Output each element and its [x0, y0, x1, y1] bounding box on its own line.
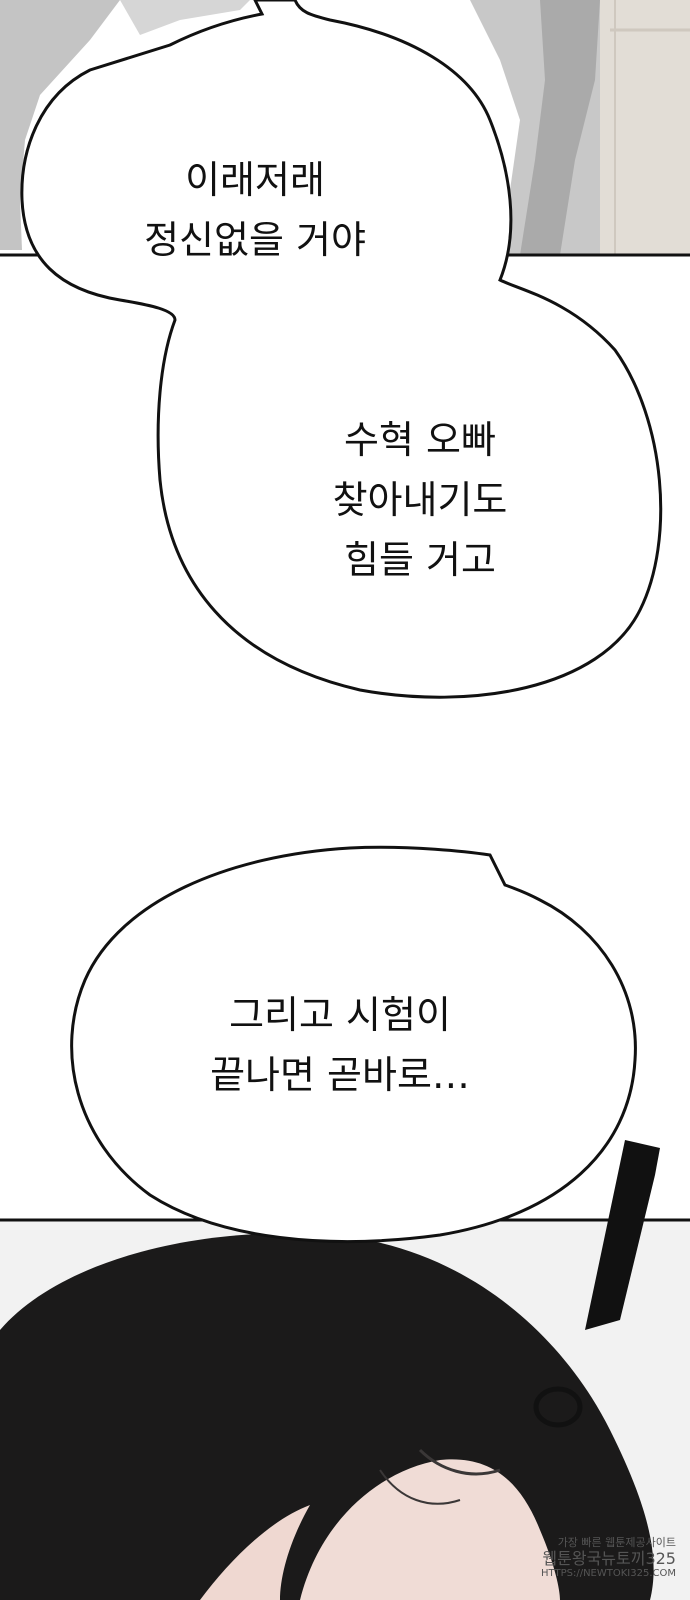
speech-bubble-bottom: [70, 845, 637, 1243]
watermark-line-2: 웹툰왕국뉴토끼325: [542, 1549, 676, 1568]
panel-top-shadow: [520, 0, 600, 255]
bubble-2-line-3: 힘들 거고: [344, 538, 496, 582]
speech-bubble-top: [20, 0, 663, 699]
bubble-3-line-2: 끝나면 곧바로…: [210, 1053, 470, 1097]
bubble-3-line-1: 그리고 시험이: [229, 993, 451, 1037]
panel-top-clothing-left: [0, 0, 120, 250]
forehead-skin: [300, 1459, 560, 1600]
bubble-2-line-1: 수혁 오빠: [344, 418, 496, 462]
bubble-2-line-2: 찾아내기도: [332, 478, 508, 522]
site-watermark: 가장 빠른 웹툰제공사이트 웹툰왕국뉴토끼325 HTTPS://NEWTOKI…: [541, 1536, 676, 1580]
bubble-3-text: 그리고 시험이 끝나면 곧바로…: [150, 985, 530, 1105]
motion-line: [585, 1140, 660, 1330]
sweat-mark: [533, 1386, 583, 1428]
bubble-2-text: 수혁 오빠 찾아내기도 힘들 거고: [270, 410, 570, 590]
panel-top-clothing-fold: [120, 0, 250, 35]
bubble-1-line-1: 이래저래: [185, 158, 325, 202]
watermark-line-3: HTTPS://NEWTOKI325.COM: [541, 1568, 676, 1579]
watermark-line-1: 가장 빠른 웹툰제공사이트: [557, 1536, 676, 1549]
bubble-1-line-2: 정신없을 거야: [144, 218, 366, 262]
bubble-1-text: 이래저래 정신없을 거야: [85, 150, 425, 270]
